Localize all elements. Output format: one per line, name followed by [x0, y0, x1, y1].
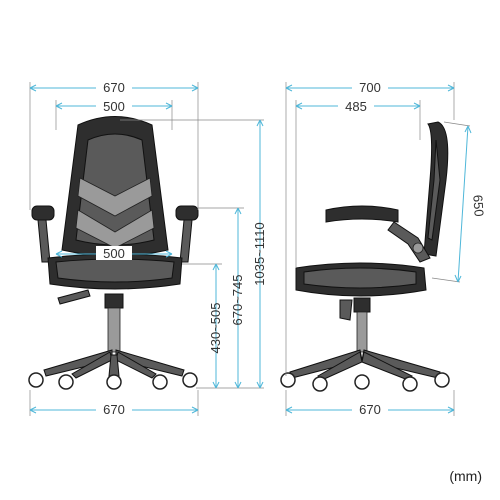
- front-overall-width-dimension: 670: [29, 80, 199, 210]
- front-seat-width-dimension: 500: [55, 246, 173, 261]
- front-view-chair: [28, 116, 199, 390]
- front-seat-height-label: 430~505: [208, 303, 223, 354]
- side-base-depth-label: 670: [359, 402, 381, 417]
- side-overall-depth-label: 700: [359, 80, 381, 95]
- side-backrest-height-label: 650: [470, 194, 486, 217]
- front-base-width-dimension: 670: [29, 390, 199, 417]
- side-base-depth-dimension: 670: [285, 390, 455, 417]
- side-seat-depth-label: 485: [345, 99, 367, 114]
- front-armrest-height-dimension: 670~745: [230, 207, 245, 389]
- front-back-width-label: 500: [103, 99, 125, 114]
- front-armrest-height-label: 670~745: [230, 275, 245, 326]
- front-seat-height-dimension: 430~505: [208, 263, 223, 389]
- front-back-width-dimension: 500: [55, 99, 173, 130]
- front-base-width-label: 670: [103, 402, 125, 417]
- front-total-height-dimension: 1035~1110: [252, 119, 267, 389]
- side-overall-depth-dimension: 700: [285, 80, 455, 376]
- front-total-height-label: 1035~1110: [252, 222, 267, 286]
- side-backrest-height-dimension: 650: [431, 121, 487, 283]
- front-seat-width-label: 500: [103, 246, 125, 261]
- side-view-chair: [280, 121, 450, 392]
- unit-label: (mm): [449, 468, 482, 484]
- side-seat-depth-dimension: 485: [295, 99, 421, 268]
- front-overall-width-label: 670: [103, 80, 125, 95]
